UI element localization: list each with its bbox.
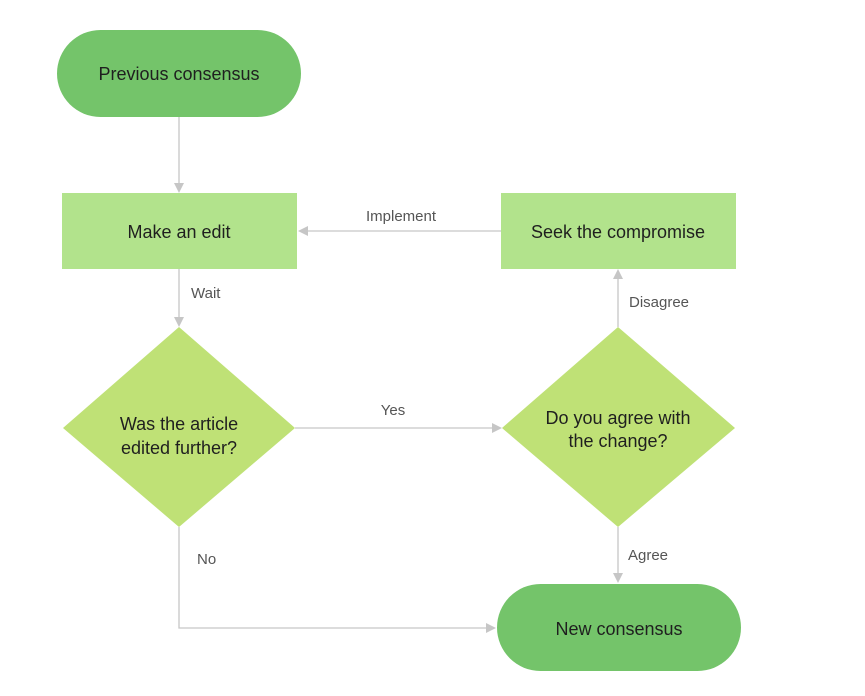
node-agree-change-decision[interactable]: Do you agree with the change?: [502, 327, 735, 527]
edge-label-yes: Yes: [381, 402, 405, 419]
node-new-consensus[interactable]: New consensus: [497, 584, 741, 671]
process-shape: [62, 193, 297, 269]
process-shape: [501, 193, 736, 269]
edge-agree-to-new-agree: Agree: [613, 527, 668, 583]
edge-seek-to-edit-implement: Implement: [298, 208, 501, 236]
edge-label-disagree: Disagree: [629, 294, 689, 311]
terminator-shape: [497, 584, 741, 671]
edge-label-implement: Implement: [366, 208, 437, 225]
node-label-line-1: Do you agree with: [545, 408, 690, 428]
decision-shape: [502, 327, 735, 527]
node-previous-consensus[interactable]: Previous consensus: [57, 30, 301, 117]
node-label-line-1: Was the article: [120, 414, 238, 434]
edge-label-wait: Wait: [191, 285, 221, 302]
terminator-shape: [57, 30, 301, 117]
edge-decision-to-agree-yes: Yes: [295, 402, 502, 433]
node-edited-further-decision[interactable]: Was the article edited further?: [63, 327, 295, 527]
node-label: New consensus: [555, 619, 682, 639]
node-label-line-2: the change?: [568, 431, 667, 451]
edge-label-agree: Agree: [628, 547, 668, 564]
edge-edit-to-decision-wait: Wait: [174, 269, 221, 327]
edge-agree-to-seek-disagree: Disagree: [613, 269, 689, 327]
edge-decision-to-new-no: No: [178, 527, 496, 633]
node-seek-compromise[interactable]: Seek the compromise: [501, 193, 736, 269]
edge-previous-to-edit: [174, 117, 184, 193]
edge-label-no: No: [197, 551, 216, 568]
node-make-edit[interactable]: Make an edit: [62, 193, 297, 269]
node-label: Previous consensus: [98, 64, 259, 84]
node-label-line-2: edited further?: [121, 438, 237, 458]
node-label: Seek the compromise: [531, 222, 705, 242]
decision-shape: [63, 327, 295, 527]
node-label: Make an edit: [127, 222, 230, 242]
